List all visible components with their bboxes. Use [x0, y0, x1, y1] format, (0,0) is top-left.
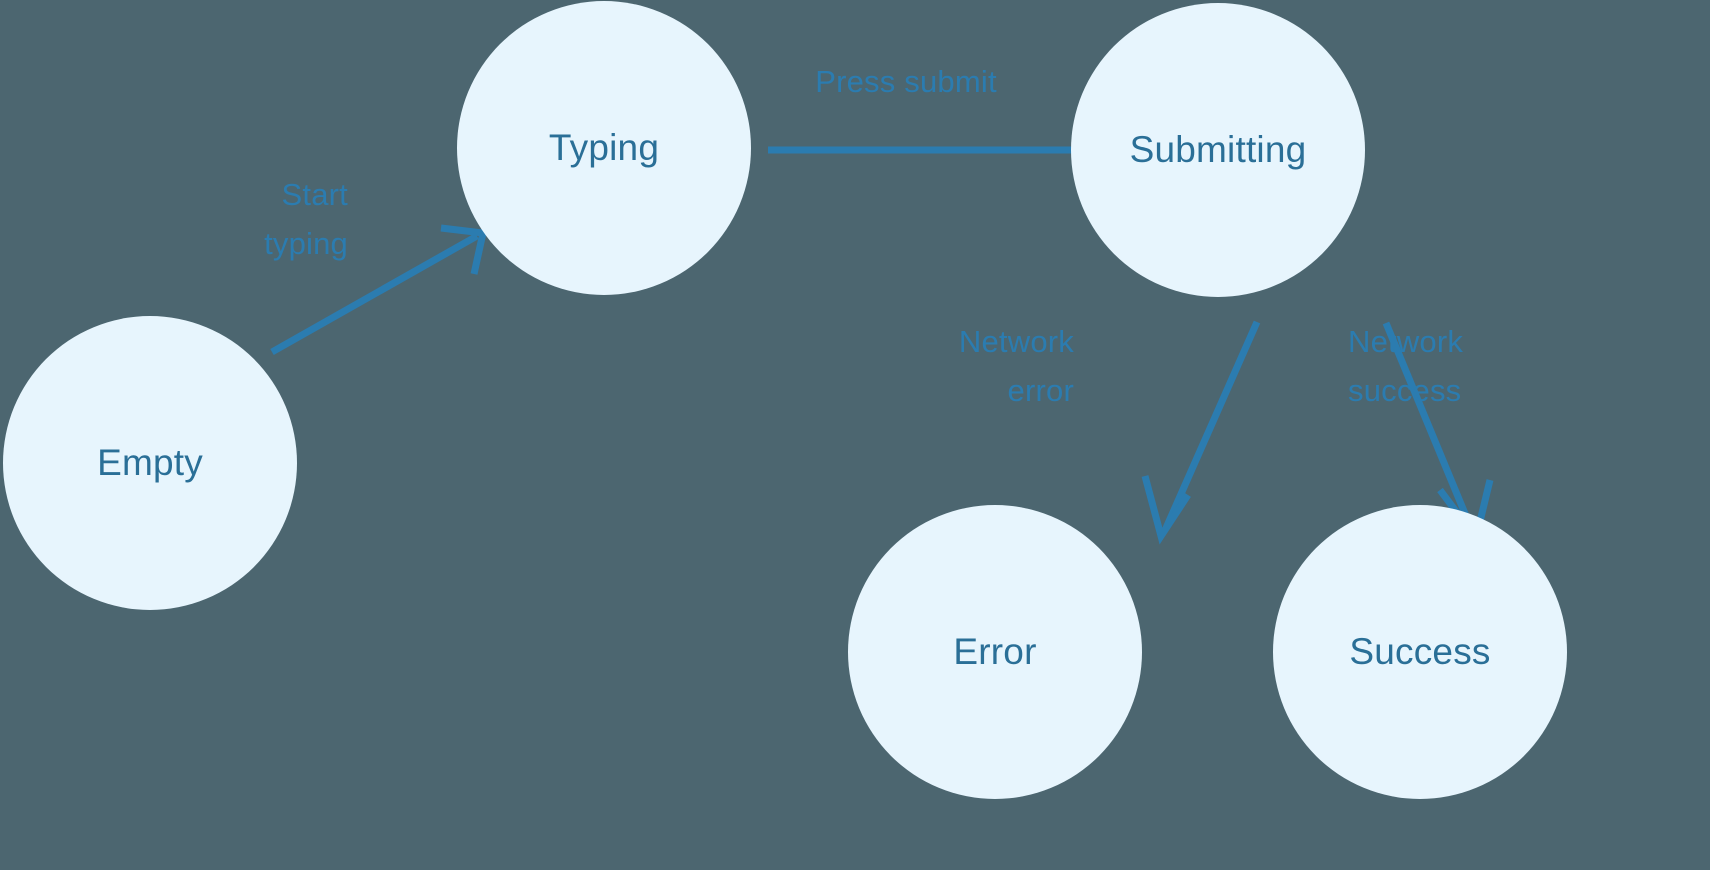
edge-label-empty-to-typing: Start typing: [264, 177, 348, 261]
edge-label-line: Network: [959, 324, 1074, 359]
state-node-label: Error: [953, 631, 1036, 672]
arrowhead-icon: [1141, 475, 1191, 545]
arrowhead-icon: [440, 224, 488, 275]
state-node-empty[interactable]: Empty: [3, 316, 297, 610]
edge-line: [270, 232, 479, 356]
state-node-circle[interactable]: [1273, 505, 1567, 799]
state-node-error[interactable]: Error: [848, 505, 1142, 799]
edge-label-line: typing: [264, 226, 348, 261]
edge-label-line: Press submit: [815, 64, 997, 99]
state-node-label: Typing: [549, 127, 659, 168]
edge-submitting-to-error: [1141, 320, 1261, 545]
state-node-success[interactable]: Success: [1273, 505, 1567, 799]
state-node-circle[interactable]: [457, 1, 751, 295]
edge-empty-to-typing: [270, 224, 488, 356]
edge-label-line: success: [1348, 373, 1461, 408]
state-node-circle[interactable]: [848, 505, 1142, 799]
edge-label-submitting-to-error: Network error: [959, 324, 1074, 408]
edge-line: [1382, 321, 1475, 530]
state-node-label: Empty: [97, 442, 203, 483]
edge-label-line: Network: [1348, 324, 1463, 359]
state-node-circle[interactable]: [3, 316, 297, 610]
edges-layer: [270, 116, 1494, 547]
state-node-label: Success: [1349, 631, 1490, 672]
state-node-label: Submitting: [1130, 129, 1307, 170]
edge-label-typing-to-submitting: Press submit: [815, 64, 997, 99]
state-node-typing[interactable]: Typing: [457, 1, 751, 295]
state-node-circle[interactable]: [1071, 3, 1365, 297]
edge-line: [1162, 320, 1261, 530]
edge-label-submitting-to-success: Network success: [1348, 324, 1463, 408]
edge-label-line: Start: [282, 177, 349, 212]
state-node-submitting[interactable]: Submitting: [1071, 3, 1365, 297]
edge-label-line: error: [1008, 373, 1074, 408]
